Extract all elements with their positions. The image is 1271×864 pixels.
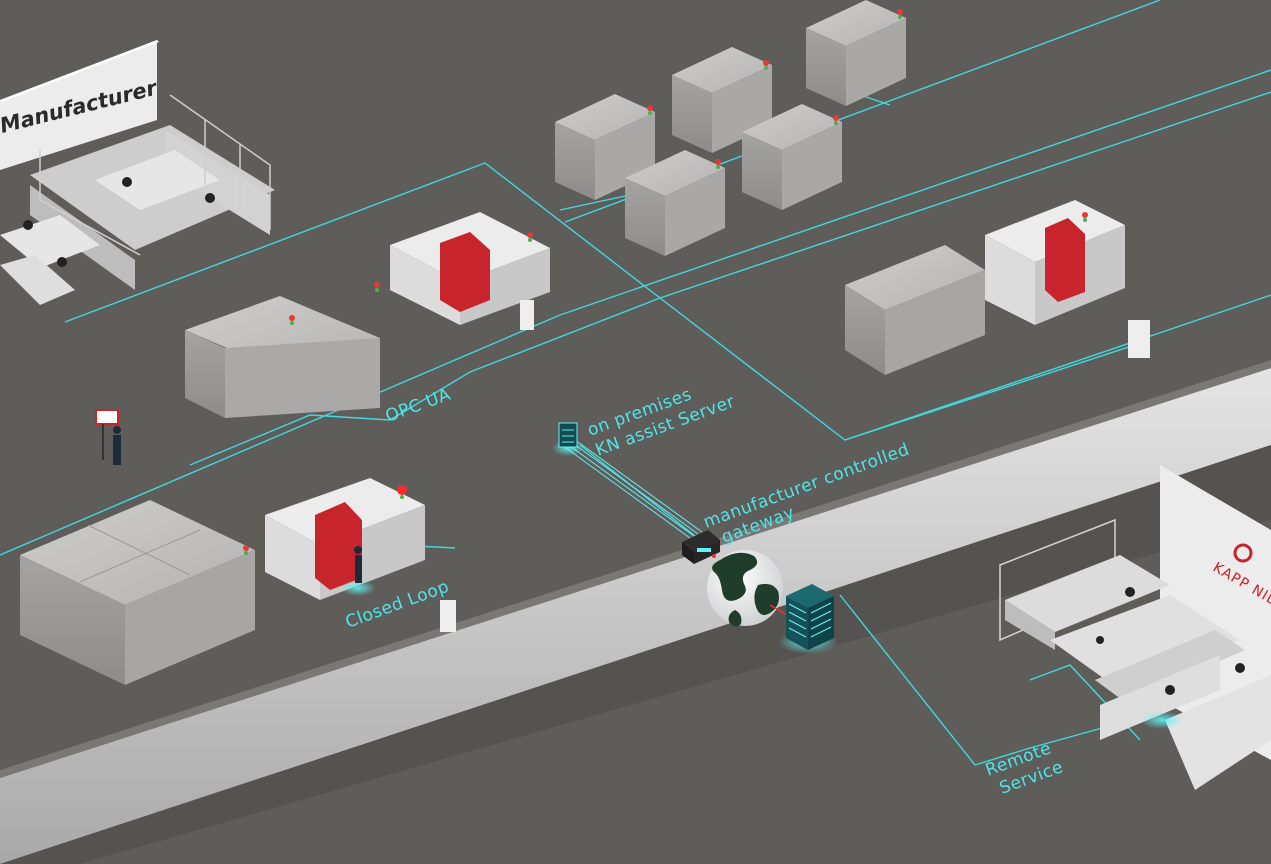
worker-with-display [95, 409, 121, 465]
closed-loop-glow [340, 580, 376, 596]
globe-icon [707, 550, 793, 627]
machine-right [985, 200, 1150, 358]
machine-center [390, 212, 550, 330]
enclosure-row-mid [185, 296, 380, 418]
enclosure-right [845, 245, 985, 375]
road [0, 360, 1271, 864]
server-gateway-link [565, 441, 703, 539]
cloud-server-icon [778, 584, 838, 654]
enclosure-cluster-front [20, 500, 255, 685]
kapp-niles-office [999, 465, 1271, 790]
enclosure-row-back [555, 0, 906, 256]
status-lights [243, 9, 1088, 555]
operator-figure [354, 546, 362, 583]
gateway-icon [682, 530, 720, 564]
onprem-server-icon [552, 422, 584, 456]
machine-front [265, 478, 456, 632]
manufacturer-office [0, 40, 275, 305]
